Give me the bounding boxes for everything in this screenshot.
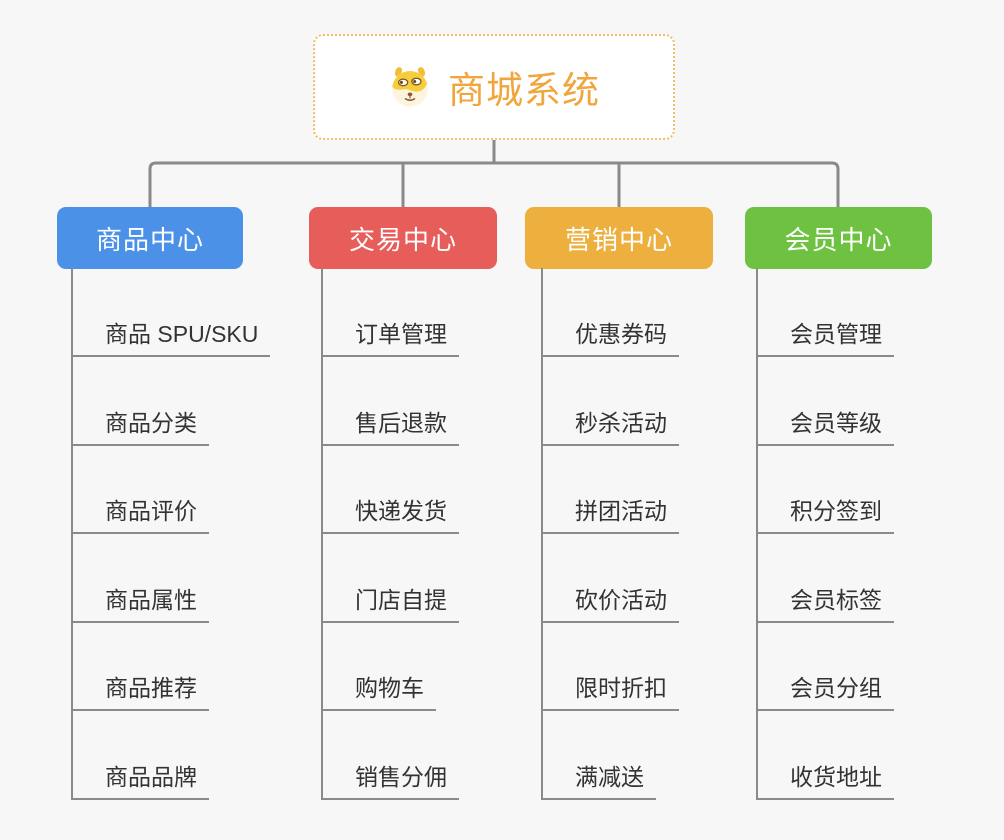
branch-node-trade-center[interactable]: 交易中心 xyxy=(309,207,497,269)
leaf-node[interactable]: 门店自提 xyxy=(321,586,459,623)
doge-icon xyxy=(392,67,428,107)
root-node-mall-system[interactable]: 商城系统 xyxy=(313,34,675,140)
leaf-node[interactable]: 购物车 xyxy=(321,674,436,711)
leaf-node[interactable]: 拼团活动 xyxy=(541,497,679,534)
branch-node-product-center[interactable]: 商品中心 xyxy=(57,207,243,269)
branch-node-member-center[interactable]: 会员中心 xyxy=(745,207,932,269)
leaf-node[interactable]: 会员分组 xyxy=(756,674,894,711)
leaf-node[interactable]: 会员管理 xyxy=(756,320,894,357)
branch-title: 会员中心 xyxy=(784,224,893,255)
leaf-node[interactable]: 限时折扣 xyxy=(541,674,679,711)
leaf-node[interactable]: 商品评价 xyxy=(71,497,209,534)
leaf-node[interactable]: 秒杀活动 xyxy=(541,409,679,446)
leaf-node[interactable]: 会员等级 xyxy=(756,409,894,446)
branch-title: 商品中心 xyxy=(95,224,204,255)
leaf-node[interactable]: 快递发货 xyxy=(321,497,459,534)
branch-vertical-line xyxy=(71,268,73,800)
leaf-node[interactable]: 销售分佣 xyxy=(321,763,459,800)
leaf-node[interactable]: 售后退款 xyxy=(321,409,459,446)
leaf-node[interactable]: 砍价活动 xyxy=(541,586,679,623)
branch-vertical-line xyxy=(541,268,543,800)
leaf-node[interactable]: 商品推荐 xyxy=(71,674,209,711)
branch-title: 交易中心 xyxy=(348,224,457,255)
branch-vertical-line xyxy=(321,268,323,800)
branch-vertical-line xyxy=(756,268,758,800)
leaf-node[interactable]: 收货地址 xyxy=(756,763,894,800)
leaf-node[interactable]: 满减送 xyxy=(541,763,656,800)
leaf-node[interactable]: 商品品牌 xyxy=(71,763,209,800)
leaf-node[interactable]: 优惠券码 xyxy=(541,320,679,357)
branch-node-marketing-center[interactable]: 营销中心 xyxy=(525,207,713,269)
leaf-node[interactable]: 会员标签 xyxy=(756,586,894,623)
root-node-title: 商城系统 xyxy=(448,70,600,111)
leaf-node[interactable]: 商品分类 xyxy=(71,409,209,446)
leaf-node[interactable]: 商品属性 xyxy=(71,586,209,623)
leaf-node[interactable]: 商品 SPU/SKU xyxy=(71,320,271,357)
branch-rail-line xyxy=(148,161,840,207)
branch-title: 营销中心 xyxy=(564,224,673,255)
leaf-node[interactable]: 积分签到 xyxy=(756,497,894,534)
leaf-node[interactable]: 订单管理 xyxy=(321,320,459,357)
